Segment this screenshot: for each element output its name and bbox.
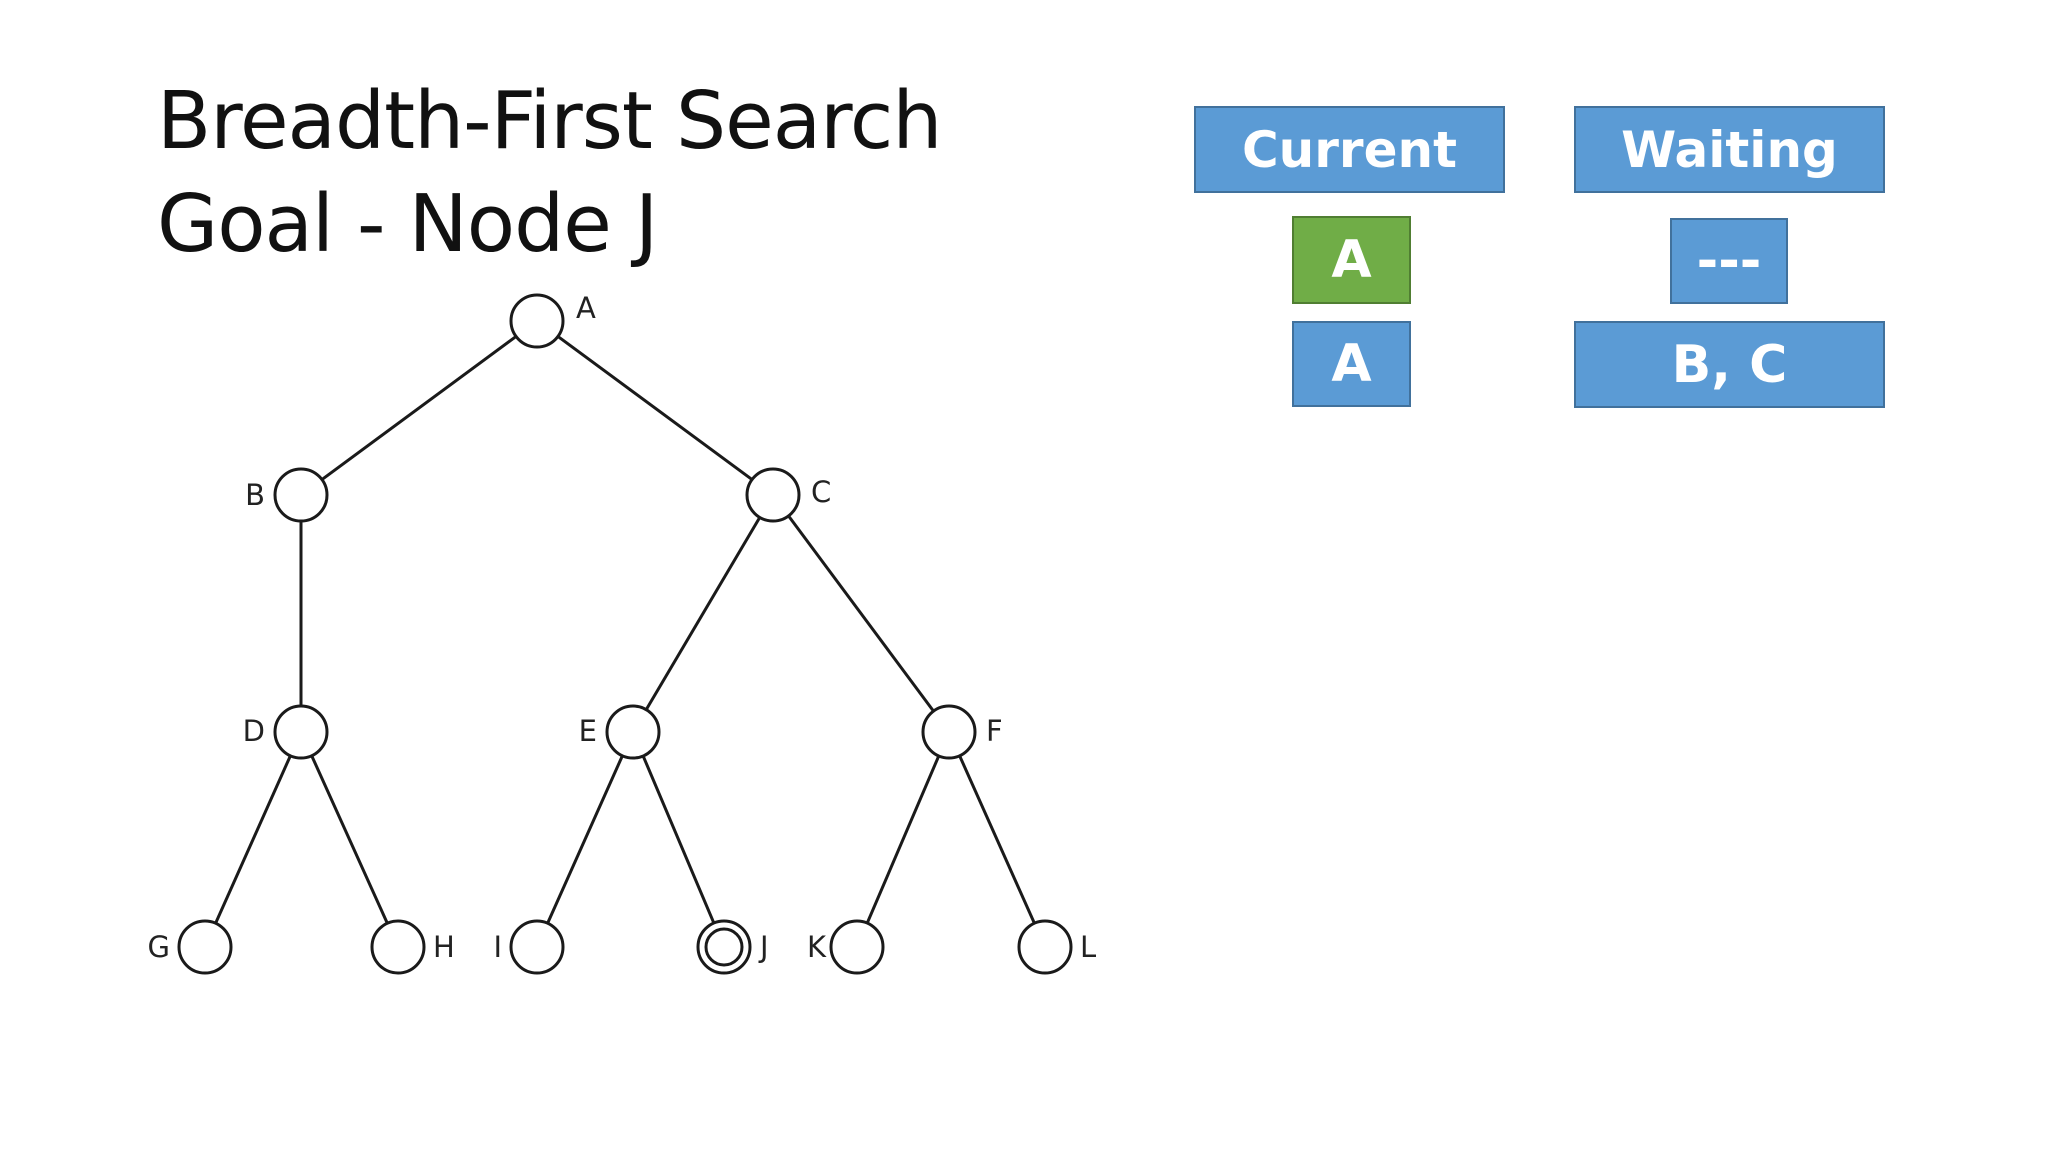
edge-a-c <box>557 335 753 481</box>
node-label-e: E <box>579 714 597 748</box>
current-header-label: Current <box>1241 120 1457 179</box>
node-label-b: B <box>245 478 265 512</box>
current-header: Current <box>1194 106 1505 193</box>
title-line-1: Breadth-First Search <box>157 75 942 167</box>
node-circle-h <box>370 919 426 975</box>
tree-node-c: C <box>745 467 831 523</box>
edge-f-l <box>958 755 1036 924</box>
node-circle-l <box>1017 919 1073 975</box>
node-label-i: I <box>493 930 502 964</box>
node-label-k: K <box>807 930 827 964</box>
tree-nodes: A B C D E F G H I J K L <box>148 291 1096 975</box>
tree-diagram: A B C D E F G H I J K L <box>148 291 1096 975</box>
tree-node-d: D <box>243 704 329 760</box>
edge-e-i <box>546 755 624 924</box>
edge-e-j <box>641 755 716 924</box>
node-label-a: A <box>576 291 596 325</box>
edge-a-b <box>321 335 517 481</box>
waiting-cell-row-2: B, C <box>1574 321 1885 408</box>
current-cell-row-2-label: A <box>1331 334 1372 394</box>
tree-node-i: I <box>493 919 565 975</box>
node-circle-f <box>921 704 977 760</box>
node-label-f: F <box>986 714 1003 748</box>
tree-edges <box>214 335 1036 924</box>
node-circle-d <box>273 704 329 760</box>
waiting-cell-row-2-label: B, C <box>1671 334 1788 395</box>
node-circle-k <box>829 919 885 975</box>
node-circle-i <box>509 919 565 975</box>
node-label-c: C <box>811 475 831 509</box>
title-line-2-prefix: Goal - Node <box>157 178 635 270</box>
node-circle-e <box>605 704 661 760</box>
node-label-l: L <box>1080 930 1096 964</box>
edge-d-h <box>310 755 389 924</box>
node-circle-a <box>509 293 565 349</box>
node-label-g: G <box>148 930 170 964</box>
waiting-header: Waiting <box>1574 106 1885 193</box>
waiting-cell-row-1: --- <box>1670 218 1788 304</box>
tree-node-b: B <box>245 467 329 523</box>
tree-node-e: E <box>579 704 661 760</box>
tree-node-j: J <box>696 919 769 975</box>
goal-marker-ring <box>704 927 744 967</box>
node-label-h: H <box>433 930 455 964</box>
slide-title: Breadth-First Search Goal - Node J <box>157 70 942 276</box>
title-goal-node: J <box>634 178 658 270</box>
node-circle-b <box>273 467 329 523</box>
edge-c-e <box>644 516 762 711</box>
tree-node-g: G <box>148 919 233 975</box>
node-circle-c <box>745 467 801 523</box>
tree-node-f: F <box>921 704 1003 760</box>
current-cell-row-1: A <box>1292 216 1411 304</box>
tree-node-a: A <box>509 291 596 349</box>
edge-d-g <box>214 755 292 924</box>
waiting-header-label: Waiting <box>1621 120 1838 179</box>
tree-node-l: L <box>1017 919 1096 975</box>
node-label-d: D <box>243 714 265 748</box>
waiting-cell-row-1-label: --- <box>1696 231 1762 291</box>
node-circle-g <box>177 919 233 975</box>
node-label-j: J <box>758 930 769 964</box>
tree-node-k: K <box>807 919 885 975</box>
current-cell-row-2: A <box>1292 321 1411 407</box>
current-cell-row-1-label: A <box>1331 230 1372 290</box>
tree-node-h: H <box>370 919 455 975</box>
edge-f-k <box>865 755 941 924</box>
edge-c-f <box>787 514 935 713</box>
